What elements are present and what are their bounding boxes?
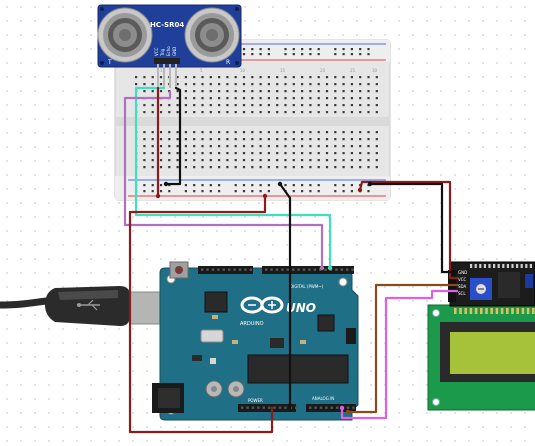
analog-in-label: ANALOG IN	[312, 396, 334, 401]
digital-header-left	[198, 266, 253, 274]
wire-purple	[123, 90, 324, 270]
arduino-model: UNO	[286, 301, 316, 315]
col-mark-30: 30	[372, 68, 378, 73]
wire-red-lcd-vcc	[358, 180, 459, 280]
i2c-pin-vcc: VCC	[458, 277, 467, 282]
breadboard-column-marks: 1 5 10 15 20 25 30	[160, 68, 378, 73]
i2c-pin-gnd: GND	[458, 270, 467, 275]
pin-label-vcc: VCC	[154, 47, 159, 56]
usb-icon	[77, 299, 100, 311]
sensor-t-mark: T	[107, 59, 112, 66]
arduino-uno: DIGITAL (PWM~) POWER ANALOG IN ARDUINO U…	[152, 261, 359, 421]
transducer-right	[184, 7, 240, 63]
usb-cable	[0, 286, 172, 326]
col-mark-20: 20	[320, 68, 326, 73]
i2c-pin-scl: SCL	[458, 291, 466, 296]
i2c-pin-sda: SDA	[458, 284, 467, 289]
i2c-top-pins	[470, 264, 532, 268]
wire-cyan	[134, 86, 332, 270]
col-mark-5: 5	[200, 68, 203, 73]
lcd-screen	[450, 332, 535, 374]
usb-chip	[204, 291, 228, 313]
breadboard-center-gap	[115, 117, 390, 126]
pin-label-echo: Echo	[166, 46, 171, 56]
wire-endpoints	[155, 181, 373, 415]
pin-label-trig: Trig	[160, 48, 165, 57]
transducer-left	[97, 7, 153, 63]
capacitors	[205, 380, 245, 398]
sensor-header-pins	[154, 58, 180, 88]
i2c-backpack: GND VCC SDA SCL	[448, 261, 535, 307]
wire-black-lcd-gnd	[368, 182, 459, 274]
power-label: POWER	[248, 398, 263, 403]
lcd-display	[427, 304, 535, 411]
wire-pink-scl	[340, 289, 459, 420]
wire-brown-sda	[346, 283, 459, 414]
sensor-pin-labels: VCC Trig Echo GND	[154, 46, 177, 57]
wire-black-arduino-gnd	[278, 182, 292, 410]
power-header	[238, 404, 296, 412]
col-mark-15: 15	[280, 68, 286, 73]
crystal	[200, 329, 224, 343]
lcd-header-pins	[454, 308, 535, 314]
wire-black-gnd	[164, 86, 182, 186]
sensor-r-mark: R	[226, 59, 230, 66]
digital-header-right	[262, 266, 354, 274]
pin-label-gnd: GND	[172, 47, 177, 56]
breadboard: 1 5 10 15 20 25 30	[114, 39, 391, 201]
wires	[123, 86, 459, 434]
col-mark-25: 25	[350, 68, 356, 73]
arduino-brand: ARDUINO	[240, 321, 264, 327]
digital-pwm-label: DIGITAL (PWM~)	[290, 284, 324, 289]
ultrasonic-sensor: HC-SR04 T R VCC Trig Echo GND	[97, 4, 242, 88]
arduino-logo-icon	[240, 296, 284, 314]
wire-red-5v	[128, 194, 274, 434]
col-mark-1: 1	[160, 68, 163, 73]
sensor-model-label: HC-SR04	[150, 21, 184, 29]
atmega-chip	[247, 354, 349, 384]
col-mark-10: 10	[240, 68, 246, 73]
arduino-header-holes	[201, 268, 355, 409]
